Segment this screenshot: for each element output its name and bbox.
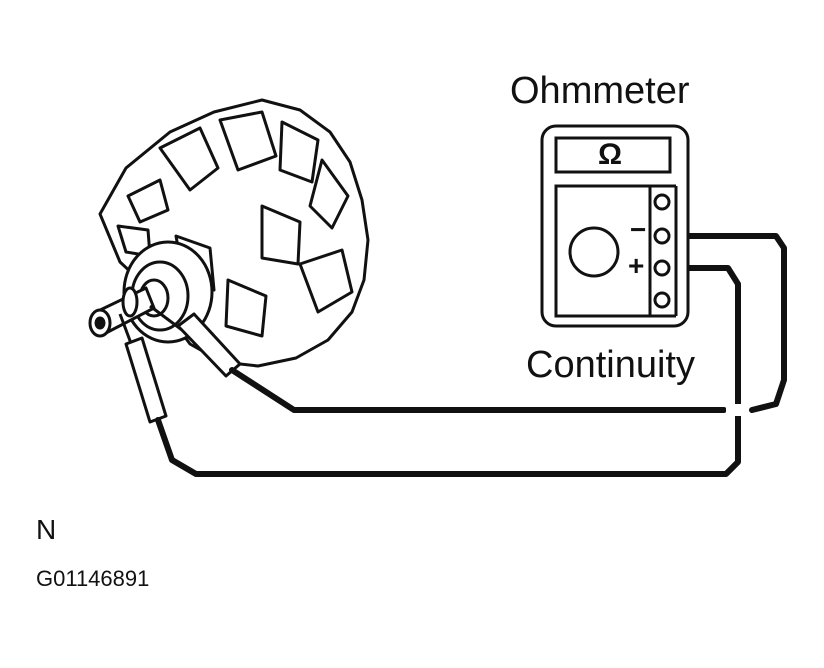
ohmmeter-icon [540, 124, 690, 328]
positive-terminal-label: + [628, 250, 645, 281]
test-probe-icon [118, 304, 242, 424]
terminal-positive [653, 259, 671, 277]
negative-terminal-label: − [630, 214, 647, 245]
test-leads [155, 233, 787, 477]
alternator-rotor-icon [88, 98, 370, 368]
orientation-mark: N [36, 514, 57, 545]
terminal-4 [653, 291, 671, 309]
selector-dial [568, 226, 620, 278]
figure-code: G01146891 [36, 566, 150, 591]
terminal-negative [653, 227, 671, 245]
mode-label: Continuity [526, 344, 695, 386]
lead-gap-mask [726, 404, 748, 416]
meter-name-label: Ohmmeter [510, 70, 690, 112]
display-symbol: Ω [598, 138, 623, 171]
meter-display [554, 136, 672, 174]
terminal-1 [653, 193, 671, 211]
